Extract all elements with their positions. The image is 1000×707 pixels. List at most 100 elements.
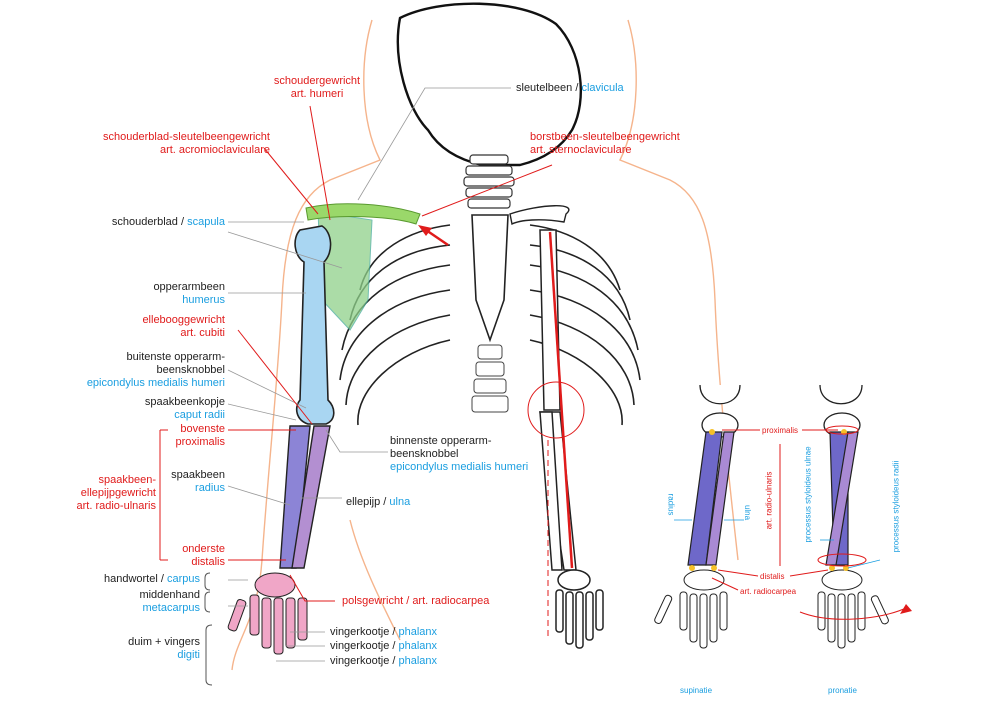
carpus-lat: carpus — [166, 573, 200, 585]
digiti-nl: duim + vingers — [128, 636, 200, 648]
phalanx-1-nl: vingerkootje — [330, 626, 390, 638]
inset-styloid-radii: processus styloideus radii — [891, 460, 901, 553]
inset-radioulnaris: art. radio-ulnaris — [764, 471, 774, 530]
inset-ulna: ulna — [743, 504, 753, 521]
humerus-lat: humerus — [182, 294, 225, 306]
radioulnaris-l1: spaakbeen- — [98, 474, 157, 486]
radiocarpea-nl: polsgewricht — [342, 595, 404, 607]
label-radioulnaris: spaakbeen- ellepijpgewricht art. radio-u… — [40, 474, 156, 513]
sternum — [471, 214, 509, 343]
radioulnaris-l3: art. radio-ulnaris — [76, 500, 156, 512]
label-phalanx-2: vingerkootje / phalanx — [330, 640, 437, 653]
inset-distalis: distalis — [760, 572, 785, 581]
epi-med-nl2: beensknobbel — [390, 448, 459, 460]
caput-nl: spaakbeenkopje — [144, 396, 225, 408]
caput-lat: caput radii — [174, 409, 225, 421]
cubiti-nl: ellebooggewricht — [142, 314, 225, 326]
clavicle-highlight — [305, 203, 421, 225]
inset-forearms — [654, 384, 912, 649]
sterno-nl: borstbeen-sleutelbeengewricht — [530, 131, 680, 143]
label-epicondylus-medial: binnenste opperarm- beensknobbel epicond… — [390, 435, 528, 474]
phalanx-2-sep: / — [389, 640, 399, 652]
bovenste-nl: bovenste — [180, 423, 225, 435]
onderste-nl: onderste — [182, 543, 225, 555]
phalanx-1-lat: phalanx — [398, 626, 438, 638]
inset-pronatie: pronatie — [828, 686, 857, 695]
label-ulna: ellepijp / ulna — [346, 496, 410, 509]
humerus-nl: opperarmbeen — [153, 281, 225, 293]
schoudergewricht-lat: art. humeri — [290, 88, 344, 100]
radiocarpea-sep: / — [403, 595, 413, 607]
acromio-nl: schouderblad-sleutelbeengewricht — [103, 131, 270, 143]
cubiti-lat: art. cubiti — [180, 327, 225, 339]
axis-line — [548, 231, 574, 569]
label-humerus: opperarmbeen humerus — [100, 281, 225, 307]
label-bovenste: bovenste proximalis — [100, 423, 225, 449]
inset-radius: radius — [666, 493, 676, 516]
epi-lat-lat: epicondylus medialis humeri — [86, 377, 225, 389]
onderste-lat: distalis — [191, 556, 225, 568]
radiocarpea-lat: art. radiocarpea — [412, 595, 490, 607]
label-epicondylus-lateral: buitenste opperarm- beensknobbel epicond… — [50, 351, 225, 390]
inset-supinatie: supinatie — [680, 686, 713, 695]
ulna-nl: ellepijp — [346, 496, 381, 508]
spine — [471, 344, 509, 413]
label-cubiti: ellebooggewricht art. cubiti — [100, 314, 225, 340]
arrow-head — [418, 225, 432, 236]
epi-lat-nl1: buitenste opperarm- — [126, 351, 225, 363]
sleutelbeen-lat: clavicula — [581, 82, 624, 94]
schoudergewricht-nl: schoudergewricht — [273, 75, 361, 87]
carpus-sep: / — [157, 573, 167, 585]
phalanx-3-nl: vingerkootje — [330, 655, 390, 667]
scapula-nl: schouderblad — [111, 216, 178, 228]
bovenste-lat: proximalis — [175, 436, 225, 448]
phalanx-2-lat: phalanx — [398, 640, 438, 652]
label-phalanx-1: vingerkootje / phalanx — [330, 626, 437, 639]
elbow-circle — [527, 381, 585, 439]
metacarpus-lat: metacarpus — [142, 602, 200, 614]
left-hand-highlight — [227, 572, 308, 655]
phalanx-1-sep: / — [389, 626, 399, 638]
label-caput-radii: spaakbeenkopje caput radii — [100, 396, 225, 422]
epi-med-nl1: binnenste opperarm- — [390, 435, 492, 447]
label-sternoclaviculare: borstbeen-sleutelbeengewricht art. stern… — [530, 131, 680, 157]
label-sleutelbeen: sleutelbeen / clavicula — [516, 82, 624, 95]
clavicle-right — [509, 205, 570, 226]
digiti-lat: digiti — [177, 649, 200, 661]
sleutelbeen-sep: / — [572, 82, 582, 94]
label-metacarpus: middenhand metacarpus — [80, 589, 200, 615]
acromio-lat: art. acromioclaviculare — [159, 144, 270, 156]
sleutelbeen-nl: sleutelbeen — [516, 82, 573, 94]
label-schoudergewricht: schoudergewricht art. humeri — [262, 75, 372, 101]
phalanx-2-nl: vingerkootje — [330, 640, 390, 652]
label-onderste: onderste distalis — [100, 543, 225, 569]
scapula-sep: / — [177, 216, 188, 228]
ulna-highlight — [291, 425, 331, 569]
label-radius: spaakbeen radius — [130, 469, 225, 495]
skull — [396, 2, 582, 167]
brackets — [204, 572, 213, 686]
label-phalanx-3: vingerkootje / phalanx — [330, 655, 437, 668]
sterno-lat: art. sternoclaviculare — [530, 144, 632, 156]
humerus-highlight — [294, 225, 335, 425]
metacarpus-nl: middenhand — [139, 589, 200, 601]
leader-lines-red — [159, 105, 553, 602]
inset-radiocarpea: art. radiocarpea — [740, 587, 797, 596]
carpus-nl: handwortel — [103, 573, 158, 585]
radius-nl: spaakbeen — [171, 469, 225, 481]
phalanx-3-sep: / — [389, 655, 399, 667]
radioulnaris-l2: ellepijpgewricht — [80, 487, 156, 499]
phalanx-3-lat: phalanx — [398, 655, 438, 667]
label-digiti: duim + vingers digiti — [80, 636, 200, 662]
ulna-sep: / — [380, 496, 390, 508]
label-carpus: handwortel / carpus — [60, 573, 200, 586]
arrow-line — [425, 228, 449, 247]
scapula-lat: scapula — [187, 216, 225, 228]
radius-lat: radius — [195, 482, 225, 494]
cervical-vertebrae — [463, 154, 515, 209]
label-radiocarpea: polsgewricht / art. radiocarpea — [342, 595, 489, 608]
label-acromioclaviculare: schouderblad-sleutelbeengewricht art. ac… — [80, 131, 270, 157]
inset-proximalis: proximalis — [762, 426, 799, 435]
